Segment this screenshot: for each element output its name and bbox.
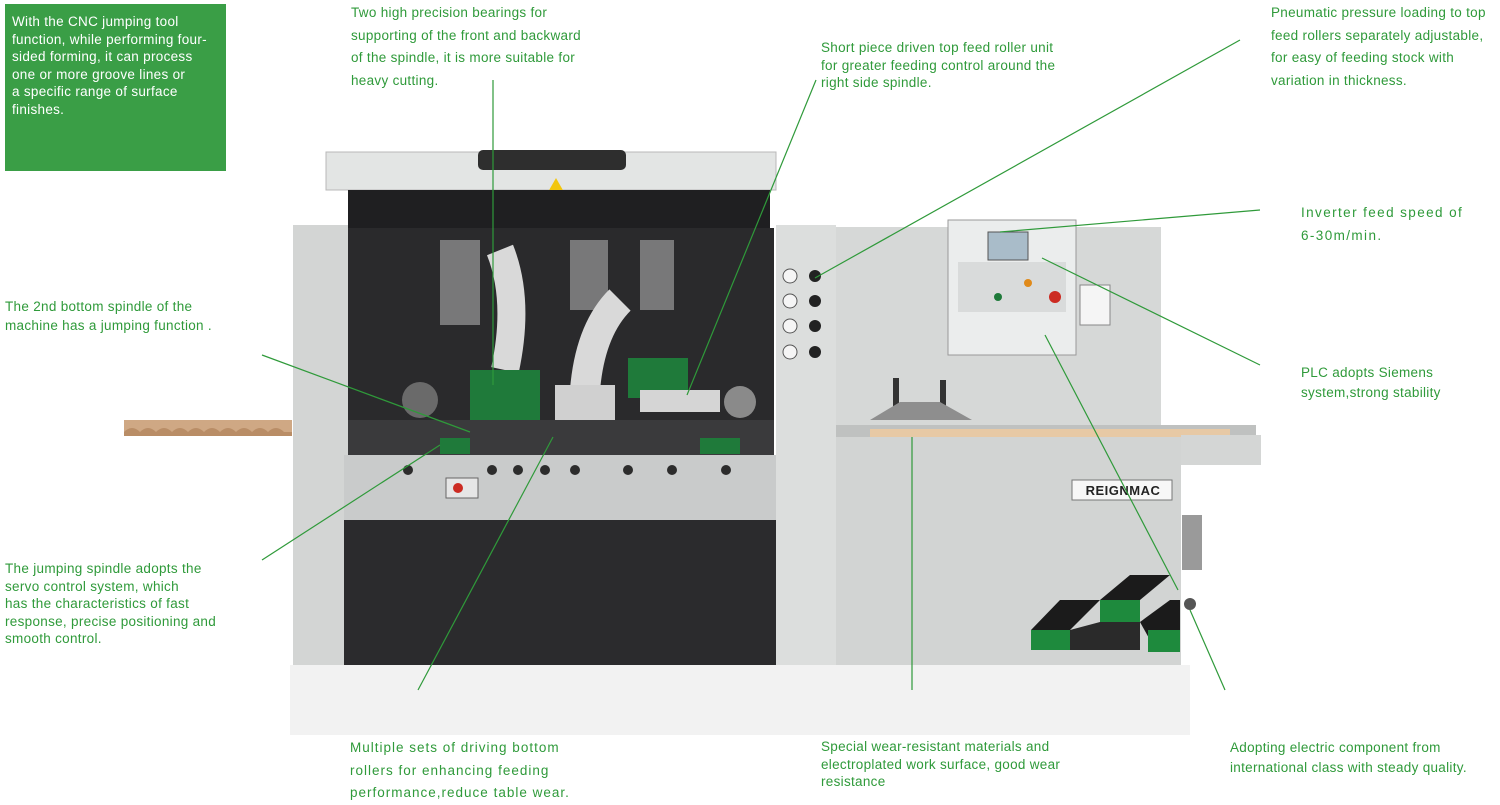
feature-plc: PLC adopts Siemens system,strong stabili… — [1301, 365, 1441, 400]
feature-electric: Adopting electric component from interna… — [1230, 740, 1467, 775]
feature-bearings: Two high precision bearings for supporti… — [351, 5, 581, 88]
brand-logo: REIGNMAC — [1076, 483, 1170, 499]
feature-work-surface: Special wear-resistant materials and ele… — [821, 739, 1061, 789]
feature-driving-rollers: Multiple sets of driving bottom rollers … — [350, 740, 570, 800]
feature-box-cnc-jumping: With the CNC jumping tool function, whil… — [5, 4, 226, 171]
feature-servo: The jumping spindle adopts the servo con… — [5, 561, 217, 646]
feature-second-bottom-spindle: The 2nd bottom spindle of the machine ha… — [5, 299, 212, 333]
brand-logo-text: REIGNMAC — [1085, 483, 1161, 498]
feature-pneumatic: Pneumatic pressure loading to top feed r… — [1271, 5, 1486, 88]
feature-cnc-jumping-text: With the CNC jumping tool function, whil… — [12, 14, 207, 117]
feature-inverter: Inverter feed speed of 6-30m/min. — [1301, 205, 1464, 243]
feature-top-feed-roller: Short piece driven top feed roller unit … — [821, 40, 1056, 90]
